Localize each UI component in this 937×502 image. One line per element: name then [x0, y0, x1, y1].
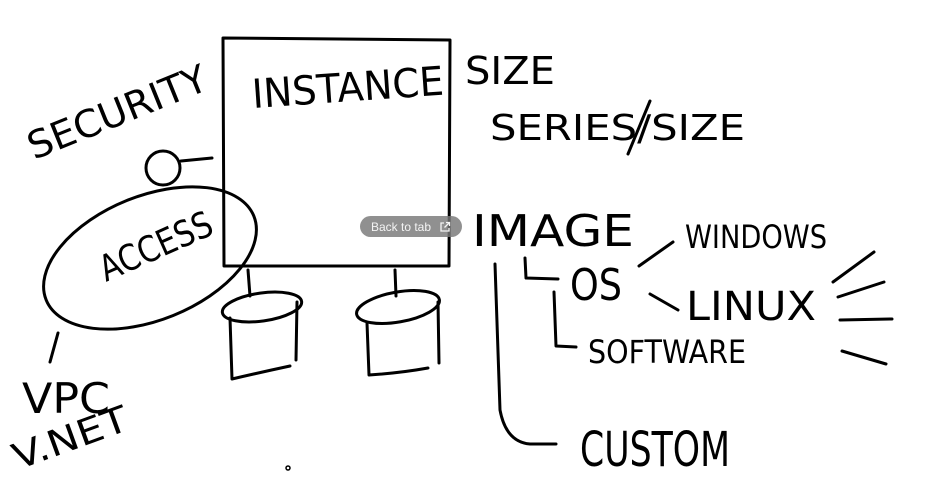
emphasis-stroke-2 [836, 280, 886, 299]
os-windows-connector [637, 240, 675, 268]
image-branch-os [523, 256, 560, 281]
label-custom: CUSTOM [580, 422, 730, 478]
security-connector [179, 156, 214, 163]
image-branch-software [552, 290, 578, 349]
label-access: ACCESS [93, 204, 219, 290]
back-to-tab-button[interactable]: Back to tab [360, 216, 462, 237]
security-circle [144, 149, 182, 187]
label-software: SOFTWARE [588, 333, 746, 371]
label-os: OS [570, 260, 622, 311]
back-to-tab-label: Back to tab [370, 219, 432, 234]
emphasis-stroke-4 [840, 349, 888, 366]
label-series-size: SERIES/SIZE [490, 108, 745, 149]
label-vpc: VPC [22, 374, 110, 423]
stray-dot [285, 465, 291, 471]
emphasis-stroke-1 [831, 250, 876, 284]
os-linux-connector [648, 292, 680, 312]
label-image: IMAGE [472, 206, 634, 257]
disk-1-top [220, 290, 304, 324]
disk-2-body [365, 300, 441, 377]
emphasis-stroke-3 [838, 317, 894, 322]
label-windows: WINDOWS [685, 218, 827, 256]
disk-1-body [228, 300, 299, 381]
label-instance: INSTANCE [250, 59, 445, 118]
label-linux: LINUX [686, 284, 816, 330]
image-branch-custom [493, 262, 558, 446]
disk-2-top [355, 289, 441, 325]
access-ellipse [42, 185, 258, 331]
disk-1-stem [246, 268, 252, 298]
external-link-icon [439, 221, 451, 233]
label-size: SIZE [465, 49, 555, 93]
series-size-slash [626, 99, 652, 156]
label-security: SECURITY [21, 56, 214, 168]
vpc-connector [48, 331, 60, 364]
